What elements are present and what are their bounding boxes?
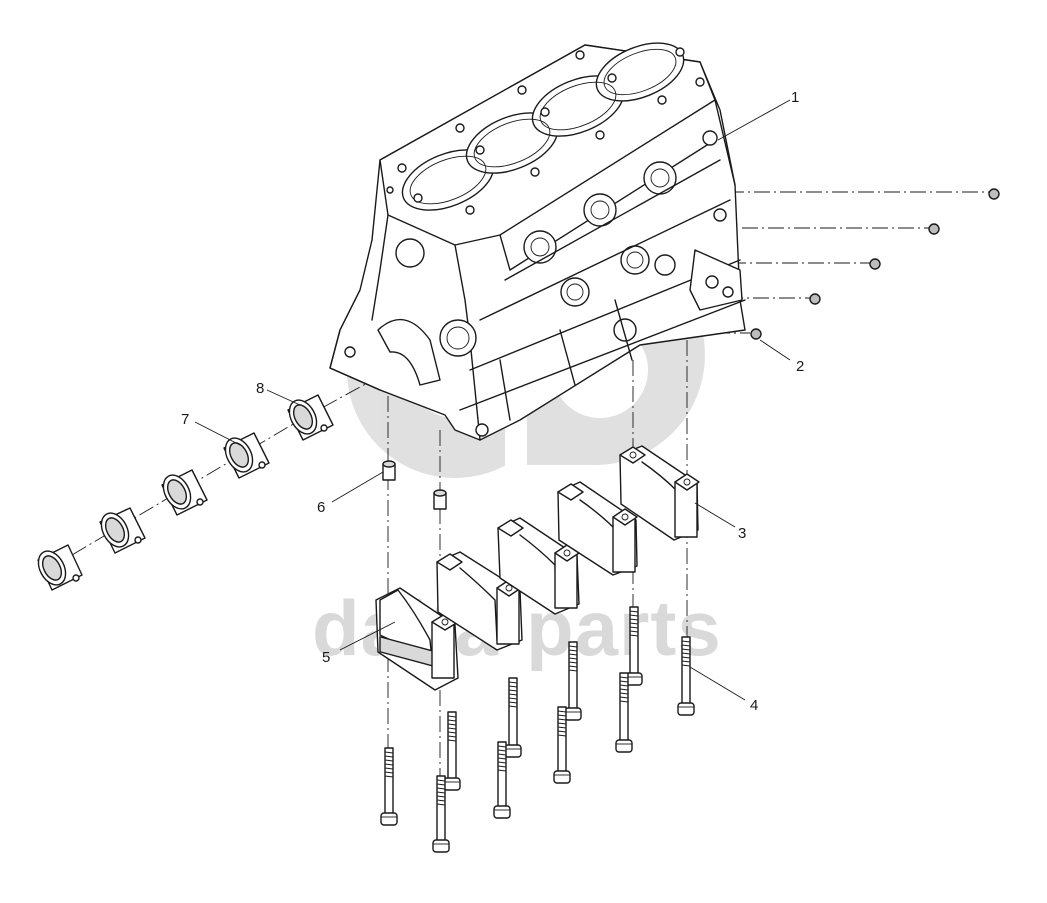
bolt <box>615 672 633 753</box>
plug <box>750 328 762 340</box>
camshaft-bushings <box>37 394 334 591</box>
plug <box>988 188 1000 200</box>
callout-4: 4 <box>750 697 758 714</box>
bearing-cap <box>619 445 700 541</box>
callout-6: 6 <box>317 499 325 516</box>
bearing-cap <box>436 551 523 651</box>
bushing <box>37 544 83 591</box>
bolt <box>380 747 398 826</box>
dowel-pins <box>382 460 447 510</box>
bearing-cap <box>497 517 580 615</box>
bolt <box>443 711 461 791</box>
callout-3: 3 <box>738 525 746 542</box>
bolt <box>564 641 582 721</box>
plug <box>869 258 881 270</box>
callout-7: 7 <box>181 411 189 428</box>
bolt <box>432 775 450 853</box>
bolt <box>553 706 571 784</box>
callout-1: 1 <box>791 89 799 106</box>
callout-5: 5 <box>322 649 330 666</box>
dowel-pin <box>382 460 396 481</box>
callout-2: 2 <box>796 358 804 375</box>
dowel-pin <box>433 489 447 510</box>
callout-8: 8 <box>256 380 264 397</box>
bushing <box>161 469 208 516</box>
cylinder-block <box>329 42 746 441</box>
callout-labels: 1 2 3 4 5 6 7 8 <box>181 89 804 714</box>
bolt <box>677 636 695 716</box>
bearing-cap <box>375 587 459 691</box>
bolt <box>504 677 522 758</box>
bolt <box>493 741 511 819</box>
bearing-cap <box>557 481 638 576</box>
main-bearing-caps <box>375 445 700 691</box>
bushing <box>223 432 270 479</box>
plug <box>809 293 821 305</box>
bolt <box>625 606 643 686</box>
cap-bolts <box>380 606 695 853</box>
plug <box>928 223 940 235</box>
bushing <box>287 394 334 441</box>
bushing <box>99 507 146 554</box>
callout-leaders <box>194 99 791 701</box>
plug-group <box>750 188 1000 340</box>
